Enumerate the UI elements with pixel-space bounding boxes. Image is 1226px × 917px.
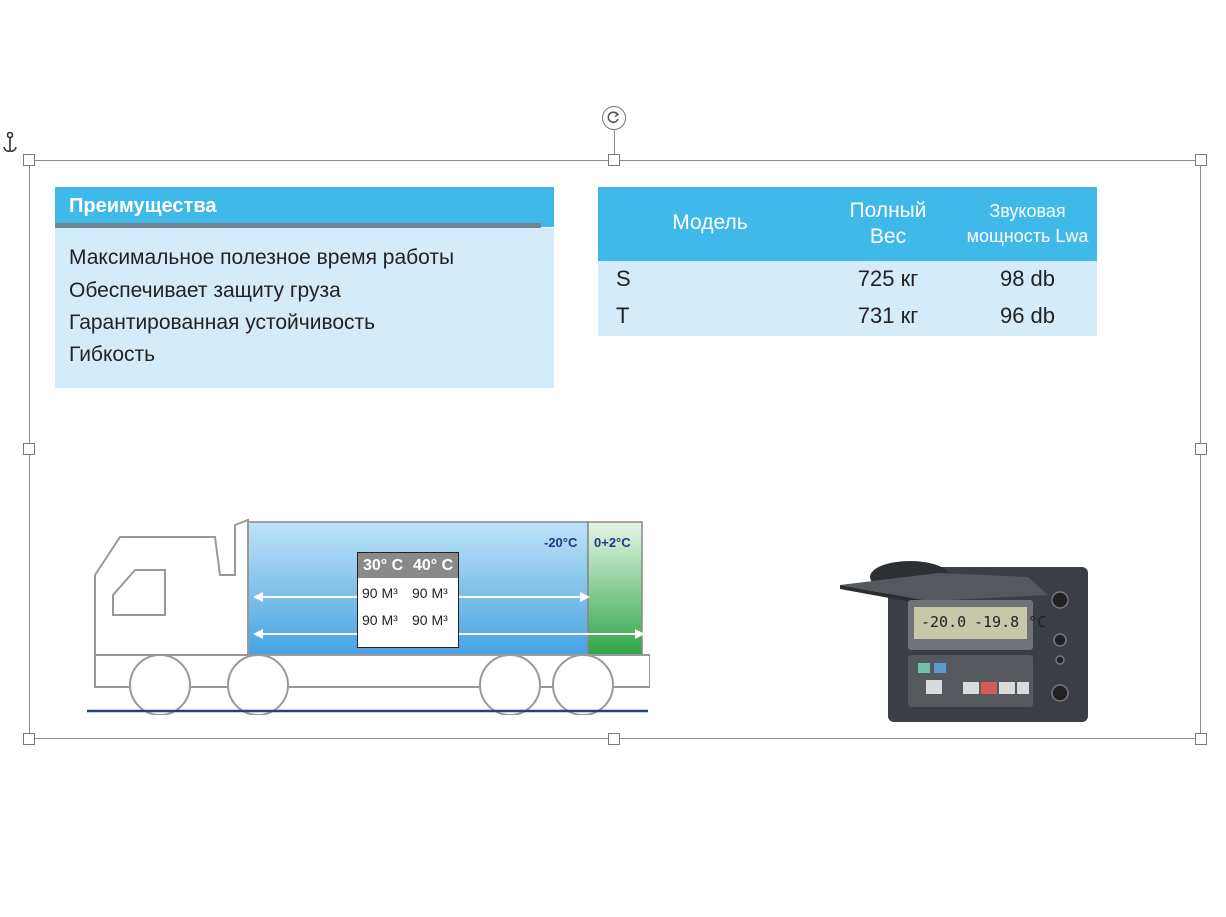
resize-handle-bottom-center[interactable]: [608, 733, 620, 745]
advantage-item: Гибкость: [69, 343, 156, 366]
advantage-item: Обеспечивает защиту груза: [69, 279, 341, 302]
rotate-icon: [607, 111, 620, 123]
rotate-handle-stem: [614, 130, 615, 156]
truck-illustration: [87, 518, 650, 715]
capacity-value: 90 M³: [362, 585, 398, 601]
resize-handle-top-left[interactable]: [23, 154, 35, 166]
advantages-title: Преимущества: [69, 195, 217, 217]
advantage-item: Гарантированная устойчивость: [69, 311, 376, 334]
capacity-header-30: 30° C: [363, 557, 404, 574]
resize-handle-bottom-left[interactable]: [23, 733, 35, 745]
controller-display-left: -20.0: [921, 613, 967, 631]
advantages-underline: [55, 223, 541, 228]
resize-handle-top-center[interactable]: [608, 154, 620, 166]
rotate-handle[interactable]: [602, 106, 626, 130]
advantage-item: Максимальное полезное время работы: [69, 246, 455, 269]
advantages-body: [55, 228, 554, 388]
table-cell-sound: 96 db: [999, 303, 1056, 328]
resize-handle-bottom-right[interactable]: [1195, 733, 1207, 745]
capacity-value: 90 M³: [362, 612, 398, 628]
column-header-sound-line1: Звуковая: [989, 201, 1066, 221]
column-header-weight-line2: Вес: [869, 225, 907, 248]
table-cell-weight: 731 кг: [857, 303, 919, 328]
table-cell-model: S: [616, 266, 631, 291]
resize-handle-middle-right[interactable]: [1195, 443, 1207, 455]
advantages-header: [55, 187, 554, 227]
column-header-sound: Звуковая мощность Lwa: [960, 199, 1095, 249]
table-cell-model: T: [616, 303, 630, 328]
zone-label-chiller: 0+2°C: [594, 535, 631, 550]
column-header-weight-line1: Полный: [849, 199, 927, 222]
column-header-model: Модель: [672, 211, 748, 234]
column-header-sound-line2: мощность Lwa: [966, 226, 1089, 246]
spec-table-header: [598, 187, 1097, 261]
spec-table-body: [598, 261, 1097, 336]
anchor-icon[interactable]: [0, 131, 18, 155]
column-header-weight: Полный Вес: [828, 198, 948, 250]
capacity-table-header: [358, 553, 458, 578]
zone-label-freezer: -20°C: [544, 535, 578, 550]
controller-display-right: -19.8 °C: [974, 613, 1047, 631]
resize-handle-top-right[interactable]: [1195, 154, 1207, 166]
capacity-header-40: 40° C: [413, 557, 454, 574]
resize-handle-middle-left[interactable]: [23, 443, 35, 455]
table-cell-sound: 98 db: [999, 266, 1056, 291]
controller-photo: [840, 561, 1088, 722]
table-cell-weight: 725 кг: [857, 266, 919, 291]
capacity-value: 90 M³: [412, 585, 448, 601]
capacity-value: 90 M³: [412, 612, 448, 628]
